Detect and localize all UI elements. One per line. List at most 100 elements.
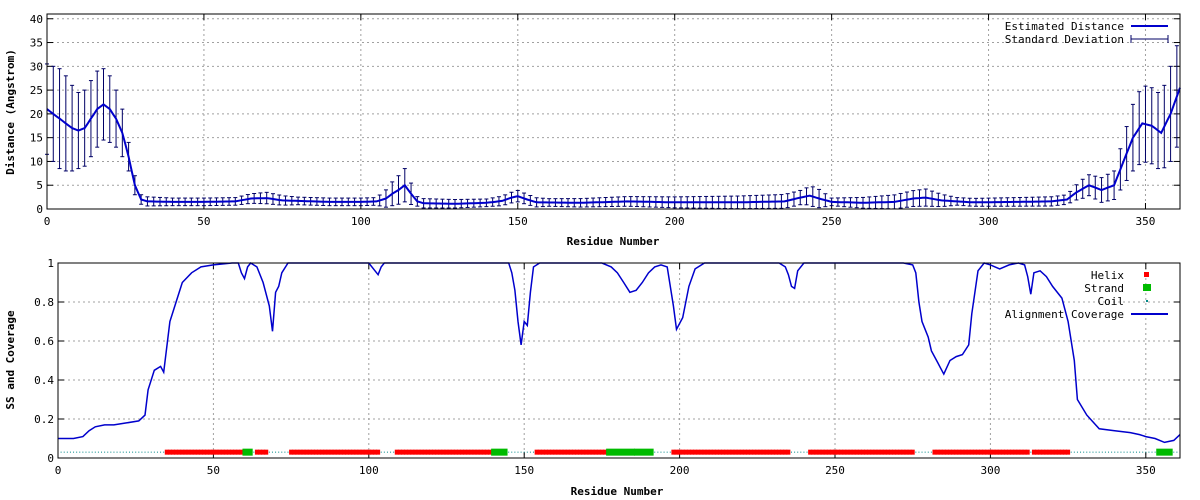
x-tick-label: 100 xyxy=(359,464,379,477)
helix-point xyxy=(988,449,993,455)
coil-point xyxy=(1173,451,1175,453)
helix-point xyxy=(994,449,999,455)
coil-point xyxy=(284,451,286,453)
helix-point xyxy=(705,449,710,455)
helix-point xyxy=(867,449,872,455)
helix-point xyxy=(1044,449,1049,455)
helix-point xyxy=(975,449,980,455)
coil-point xyxy=(517,451,519,453)
coil-point xyxy=(156,451,158,453)
helix-point xyxy=(214,449,219,455)
distance-plot-frame xyxy=(46,13,1181,210)
helix-point xyxy=(966,449,971,455)
coverage-plot-frame xyxy=(57,262,1181,459)
helix-point xyxy=(264,449,269,455)
coil-point xyxy=(1092,451,1094,453)
coil-point xyxy=(60,451,62,453)
coil-point xyxy=(1151,451,1153,453)
helix-point xyxy=(481,449,486,455)
helix-point xyxy=(258,449,263,455)
helix-point xyxy=(534,449,539,455)
x-tick-label: 0 xyxy=(55,464,62,477)
y-tick-label: 0.2 xyxy=(34,413,54,426)
helix-point xyxy=(254,449,259,455)
helix-point xyxy=(898,449,903,455)
helix-point xyxy=(773,449,778,455)
coil-point xyxy=(141,451,143,453)
helix-point xyxy=(938,449,943,455)
helix-point xyxy=(764,449,769,455)
distance-x-axis-label: Residue Number xyxy=(567,235,660,248)
helix-point xyxy=(575,449,580,455)
helix-point xyxy=(438,449,443,455)
helix-point xyxy=(721,449,726,455)
estimated-distance-line xyxy=(46,87,1181,205)
helix-point xyxy=(410,449,415,455)
coil-point xyxy=(69,451,71,453)
helix-point xyxy=(313,449,318,455)
helix-point xyxy=(724,449,729,455)
helix-point xyxy=(295,449,300,455)
coil-point xyxy=(1154,451,1156,453)
helix-point xyxy=(304,449,309,455)
coil-point xyxy=(1117,451,1119,453)
coil-point xyxy=(930,451,932,453)
helix-point xyxy=(345,449,350,455)
coverage-legend: Helix Strand Coil Alignment Coverage xyxy=(1005,269,1168,321)
legend-standard-deviation-label: Standard Deviation xyxy=(1005,33,1124,46)
helix-point xyxy=(702,449,707,455)
coil-point xyxy=(110,451,112,453)
coil-point xyxy=(383,451,385,453)
helix-point xyxy=(447,449,452,455)
helix-point xyxy=(329,449,334,455)
helix-point xyxy=(845,449,850,455)
coil-point xyxy=(533,451,535,453)
coil-point xyxy=(918,451,920,453)
helix-point xyxy=(895,449,900,455)
coil-point xyxy=(790,451,792,453)
helix-point xyxy=(565,449,570,455)
helix-point xyxy=(289,449,294,455)
helix-point xyxy=(901,449,906,455)
helix-point xyxy=(758,449,763,455)
helix-point xyxy=(951,449,956,455)
helix-point xyxy=(985,449,990,455)
helix-point xyxy=(351,449,356,455)
coil-point xyxy=(927,451,929,453)
coil-point xyxy=(119,451,121,453)
helix-point xyxy=(982,449,987,455)
helix-point xyxy=(761,449,766,455)
helix-point xyxy=(677,449,682,455)
y-tick-label: 15 xyxy=(30,132,43,145)
coil-point xyxy=(107,451,109,453)
helix-point xyxy=(730,449,735,455)
helix-point xyxy=(1025,449,1030,455)
helix-point xyxy=(208,449,213,455)
coil-point xyxy=(82,451,84,453)
helix-point xyxy=(854,449,859,455)
coil-point xyxy=(278,451,280,453)
helix-point xyxy=(174,449,179,455)
helix-point xyxy=(453,449,458,455)
y-tick-label: 30 xyxy=(30,60,43,73)
helix-point xyxy=(954,449,959,455)
helix-point xyxy=(478,449,483,455)
coil-point xyxy=(915,451,917,453)
helix-point xyxy=(363,449,368,455)
helix-point xyxy=(183,449,188,455)
helix-point xyxy=(167,449,172,455)
coil-point xyxy=(268,451,270,453)
coil-point xyxy=(132,451,134,453)
coil-point xyxy=(1126,451,1128,453)
helix-point xyxy=(230,449,235,455)
helix-point xyxy=(1031,449,1036,455)
helix-point xyxy=(1007,449,1012,455)
helix-point xyxy=(226,449,231,455)
helix-point xyxy=(1000,449,1005,455)
y-tick-label: 20 xyxy=(30,108,43,121)
helix-point xyxy=(404,449,409,455)
helix-point xyxy=(833,449,838,455)
helix-point xyxy=(674,449,679,455)
helix-point xyxy=(307,449,312,455)
helix-point xyxy=(736,449,741,455)
